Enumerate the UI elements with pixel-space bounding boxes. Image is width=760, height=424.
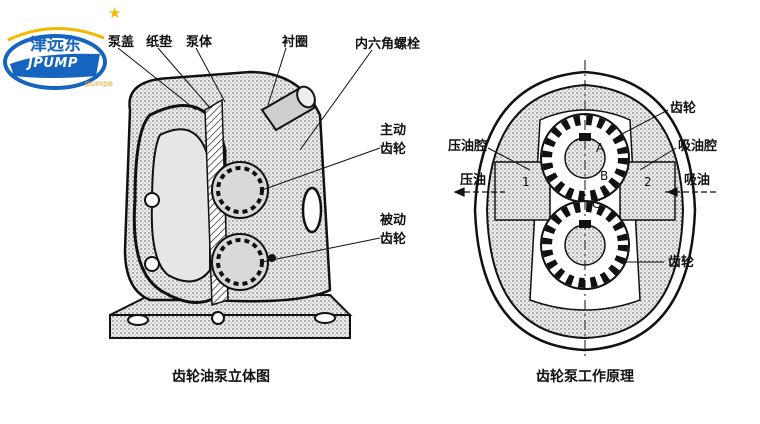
label-driven-gear-1: 被动 (380, 213, 407, 228)
right-principle-illustration (453, 60, 718, 360)
left-pump-illustration (109, 47, 381, 339)
suction-channel (619, 161, 676, 221)
label-point-a: A (596, 141, 605, 155)
right-leader-lines (487, 109, 677, 263)
drive-gear-graphic (211, 161, 269, 219)
label-pump-body: 泵体 (186, 35, 213, 50)
left-leader-lines (117, 47, 381, 263)
bottom-gear-graphic (540, 200, 630, 290)
pressure-channel (494, 161, 551, 221)
top-gear-graphic (540, 113, 630, 203)
base-bolt-hole-right (314, 312, 336, 324)
label-drive-gear-2: 齿轮 (380, 142, 407, 157)
cover-bolt-1 (144, 192, 160, 208)
logo-band (10, 53, 100, 78)
logo-star-icon: ★ (108, 4, 122, 22)
label-hex-bolt: 内六角螺栓 (355, 37, 421, 52)
flow-arrows (453, 187, 718, 197)
logo-ring (3, 34, 107, 90)
cover-bolt-3 (211, 311, 225, 325)
shaft-end (296, 85, 316, 109)
label-point-1: 1 (522, 175, 530, 189)
label-gasket: 纸垫 (146, 35, 173, 50)
cover-bolt-2 (144, 256, 160, 272)
logo-swoosh (7, 26, 105, 42)
label-drive-gear-1: 主动 (380, 123, 407, 138)
label-pressure-oil: 压油 (460, 173, 487, 188)
label-driven-gear-2: 齿轮 (380, 232, 407, 247)
label-pressure-chamber: 压油腔 (448, 139, 488, 154)
logo-chinese-text: 津远东 (30, 35, 81, 55)
label-bushing: 衬圈 (282, 35, 309, 50)
logo-sub-text: pumpe (85, 79, 113, 88)
side-port (301, 186, 323, 234)
label-suction-chamber: 吸油腔 (678, 139, 718, 154)
label-point-c: C (592, 197, 601, 211)
base-bolt-hole-left (127, 314, 149, 326)
logo-english-text: JPUMP (28, 56, 78, 71)
label-pump-cover: 泵盖 (108, 35, 135, 50)
caption-left: 齿轮油泵立体图 (172, 369, 270, 385)
company-logo (3, 26, 107, 90)
driven-gear-graphic (211, 233, 269, 291)
pump-cover-recess (150, 128, 211, 283)
label-suction-oil: 吸油 (684, 173, 711, 188)
label-point-b: B (600, 169, 609, 183)
label-gear-top: 齿轮 (670, 101, 697, 116)
caption-right: 齿轮泵工作原理 (536, 369, 634, 385)
label-point-2: 2 (644, 175, 652, 189)
label-gear-bottom: 齿轮 (668, 255, 695, 270)
